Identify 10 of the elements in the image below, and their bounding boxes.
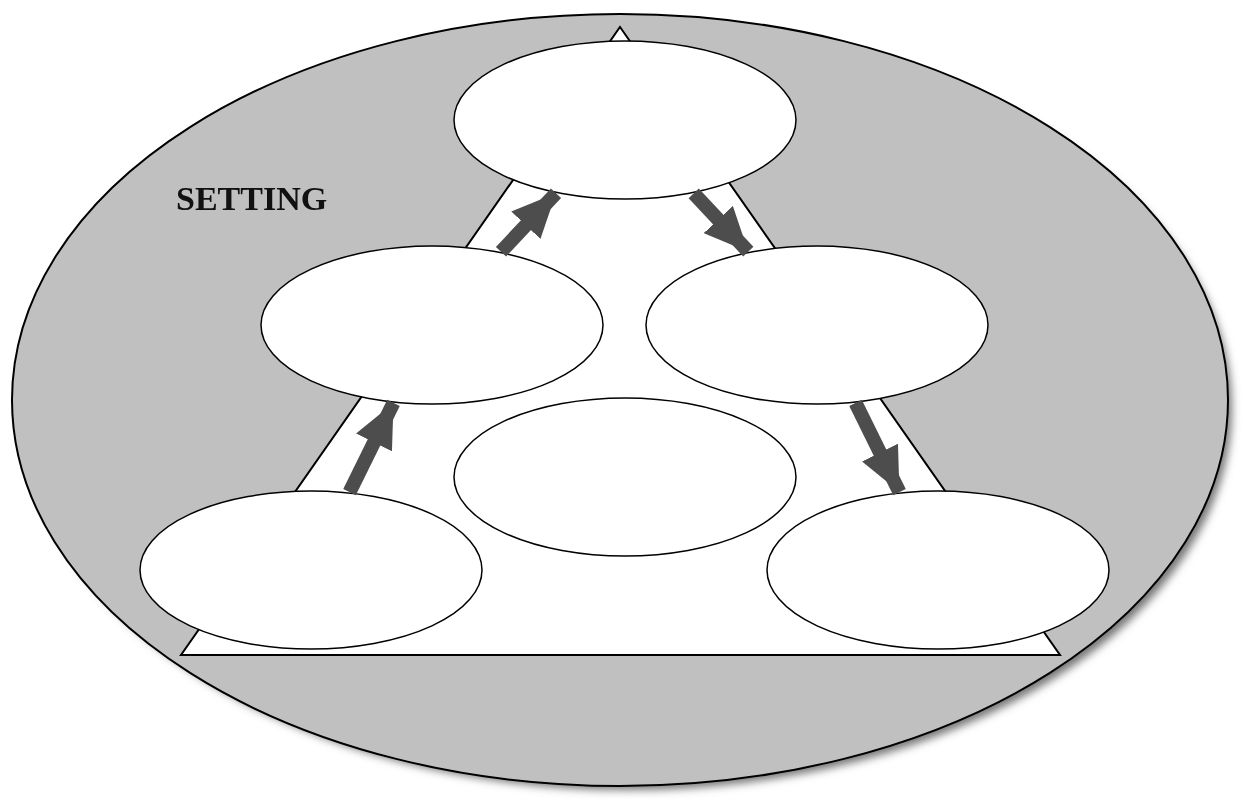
- empty-oval: [645, 245, 989, 405]
- block-arrow: [688, 188, 754, 257]
- empty-oval: [260, 245, 604, 405]
- empty-oval: [453, 40, 797, 200]
- empty-oval: [453, 397, 797, 557]
- empty-oval: [766, 490, 1110, 650]
- block-arrow: [343, 399, 400, 496]
- block-arrow: [849, 399, 906, 496]
- empty-oval: [139, 490, 483, 650]
- setting-label: SETTING: [176, 180, 328, 218]
